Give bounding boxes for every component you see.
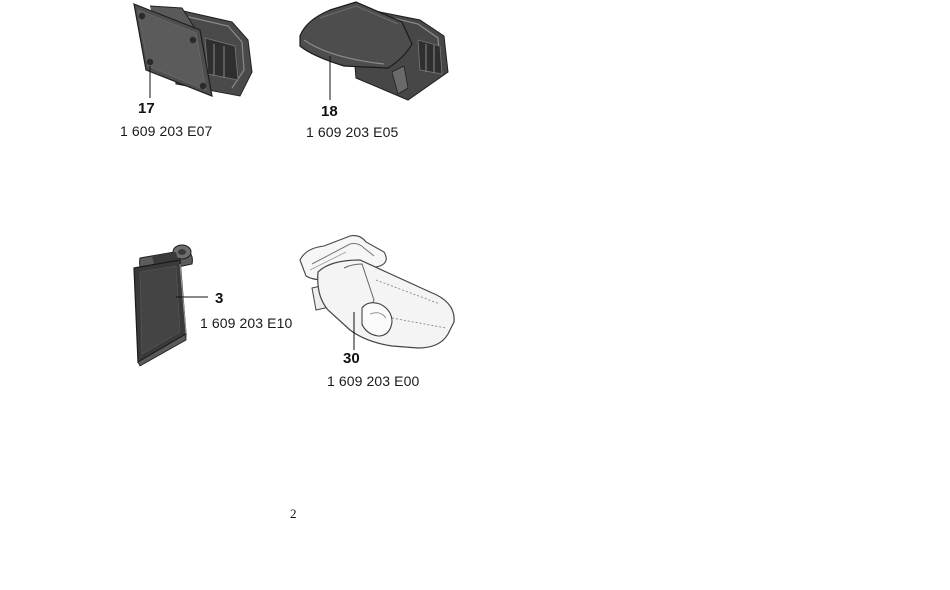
page-number: 2 [290,506,297,521]
part-3: 3 1 609 203 E10 [0,230,320,380]
part-code: 1 609 203 E00 [327,373,420,389]
part-number: 30 [343,350,360,367]
part-number: 17 [138,100,155,117]
battery-adapter-with-cover-plate-illustration [133,3,253,98]
part-code: 1 609 203 E10 [200,315,293,331]
part-30: 30 1 609 203 E00 [0,230,480,400]
part-18: 18 1 609 203 E05 [0,0,460,150]
part-17: 17 1 609 203 E07 [0,0,300,150]
part-number: 3 [215,290,224,307]
part-code: 1 609 203 E05 [306,124,399,140]
battery-adapter-with-lid-illustration [299,1,449,101]
protective-pouch-with-strap-illustration [299,235,455,350]
battery-compartment-cover-illustration [133,244,208,367]
part-number: 18 [321,103,338,120]
part-code: 1 609 203 E07 [120,123,213,139]
